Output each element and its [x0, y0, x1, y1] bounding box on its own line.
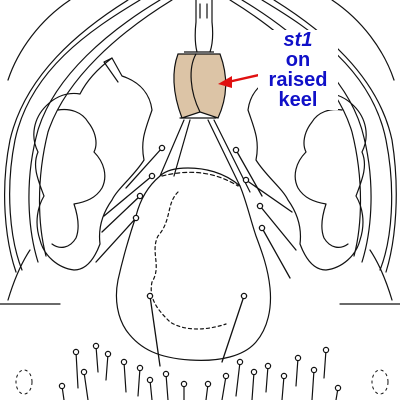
bottom-seta-19-socket	[322, 346, 330, 354]
seta-4-socket	[132, 214, 140, 222]
seta-7-socket	[256, 202, 264, 210]
annotation-label: st1 on raised keel	[258, 30, 338, 110]
label-line-4: keel	[278, 89, 318, 111]
bottom-seta-17	[295, 357, 299, 387]
bottom-seta-6	[83, 371, 89, 400]
bottom-seta-6-socket	[80, 368, 88, 376]
bottom-seta-5	[137, 367, 141, 397]
bottom-seta-19	[323, 349, 327, 379]
bottom-seta-3	[105, 353, 109, 381]
central-stalk	[194, 0, 214, 53]
sternum-body	[115, 167, 272, 361]
seta-2-socket	[148, 172, 156, 180]
left-outer-band	[9, 0, 141, 271]
seta-6-socket	[242, 176, 250, 184]
seta-6	[245, 179, 293, 213]
label-line-1: st1	[283, 29, 313, 51]
seta-3	[101, 195, 141, 233]
bottom-seta-5-socket	[136, 364, 144, 372]
right-outer-band	[261, 0, 393, 271]
bottom-seta-18	[311, 369, 315, 400]
seta-2	[103, 175, 153, 217]
seta-10	[221, 295, 245, 363]
bottom-seta-2	[95, 345, 99, 373]
seta-10-socket	[240, 292, 248, 300]
setae-group	[95, 144, 297, 367]
bottom-setae-row	[58, 342, 342, 400]
seta-4	[95, 217, 137, 263]
bottom-seta-16	[281, 375, 285, 400]
bottom-seta-20-socket	[334, 384, 342, 392]
bottom-seta-9	[165, 373, 169, 400]
bottom-seta-10-socket	[180, 380, 188, 388]
bottom-seta-9-socket	[162, 370, 170, 378]
label-line-2: on	[285, 49, 311, 71]
bottom-seta-14-socket	[250, 368, 258, 376]
bottom-seta-18-socket	[310, 366, 318, 374]
bottom-seta-13-socket	[236, 358, 244, 366]
bottom-seta-1	[75, 351, 79, 389]
bottom-seta-2-socket	[92, 342, 100, 350]
seta-8	[261, 227, 291, 279]
raised-keel	[173, 51, 227, 119]
bottom-seta-16-socket	[280, 372, 288, 380]
bottom-seta-8-socket	[146, 376, 154, 384]
seta-3-socket	[136, 192, 144, 200]
seta-9-socket	[146, 292, 154, 300]
bottom-seta-4	[123, 361, 127, 393]
bottom-seta-1-socket	[72, 348, 80, 356]
label-line-3: raised	[268, 69, 328, 91]
bottom-seta-15	[265, 365, 269, 393]
bottom-seta-11-socket	[204, 380, 212, 388]
seta-7	[259, 205, 297, 251]
bottom-seta-15-socket	[264, 362, 272, 370]
bottom-seta-12-socket	[222, 372, 230, 380]
left-coxa	[33, 57, 153, 271]
bottom-seta-4-socket	[120, 358, 128, 366]
seta-5-socket	[232, 146, 240, 154]
bottom-seta-17-socket	[294, 354, 302, 362]
seta-1	[125, 147, 163, 189]
right-coxa	[247, 57, 367, 271]
bottom-seta-7-socket	[58, 382, 66, 390]
seta-1-socket	[158, 144, 166, 152]
seta-9	[149, 295, 161, 367]
seta-8-socket	[258, 224, 266, 232]
bottom-seta-12	[221, 375, 227, 400]
bottom-seta-3-socket	[104, 350, 112, 358]
bottom-seta-8	[149, 379, 153, 400]
bottom-seta-13	[235, 361, 241, 397]
bottom-seta-14	[251, 371, 255, 400]
